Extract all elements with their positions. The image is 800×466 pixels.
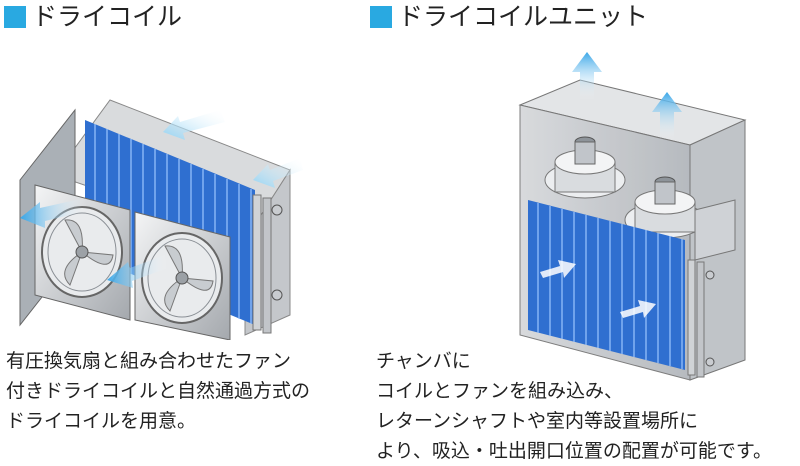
airflow-out-arrow <box>20 198 87 228</box>
description-line: より、吸込・吐出開口位置の配置が可能です。 <box>376 440 772 462</box>
coil-fins <box>528 200 685 370</box>
airflow-in-arrow <box>163 110 225 140</box>
airflow-up-arrow <box>652 92 682 140</box>
airflow-up-arrow <box>572 52 602 100</box>
blower-2 <box>624 176 706 239</box>
description-line: 付きドライコイルと自然通過方式の <box>6 380 311 402</box>
coil-header-pipes <box>252 194 283 334</box>
airflow-in-arrow <box>540 260 576 278</box>
title-dry-coil-unit: ドライコイルユニット <box>370 2 648 32</box>
fan-1 <box>34 184 131 321</box>
fan-2 <box>134 211 231 340</box>
title-square-icon <box>370 6 392 28</box>
dry-coil-illustration <box>19 99 303 340</box>
dry-coil-description: 有圧換気扇と組み合わせたファン 付きドライコイルと自然通過方式の ドライコイルを… <box>6 346 310 436</box>
description-line: 有圧換気扇と組み合わせたファン <box>6 350 292 372</box>
title-dry-coil-unit-text: ドライコイルユニット <box>398 2 649 31</box>
blower-1 <box>544 136 626 199</box>
title-dry-coil-text: ドライコイル <box>32 2 183 31</box>
dry-coil-unit-illustration <box>518 52 747 381</box>
description-line: レターンシャフトや室内等設置場所に <box>376 410 699 432</box>
airflow-out-arrow <box>107 255 168 288</box>
description-line: コイルとファンを組み込み、 <box>376 380 624 402</box>
title-dry-coil: ドライコイル <box>4 2 182 32</box>
description-line: ドライコイルを用意。 <box>6 410 197 432</box>
dry-coil-unit-description: チャンバに コイルとファンを組み込み、 レターンシャフトや室内等設置場所に より… <box>376 346 772 466</box>
airflow-in-arrow <box>620 300 656 318</box>
description-line: チャンバに <box>376 350 471 372</box>
airflow-in-arrow <box>253 158 303 188</box>
coil-header-pipes <box>687 259 715 378</box>
title-square-icon <box>4 6 26 28</box>
